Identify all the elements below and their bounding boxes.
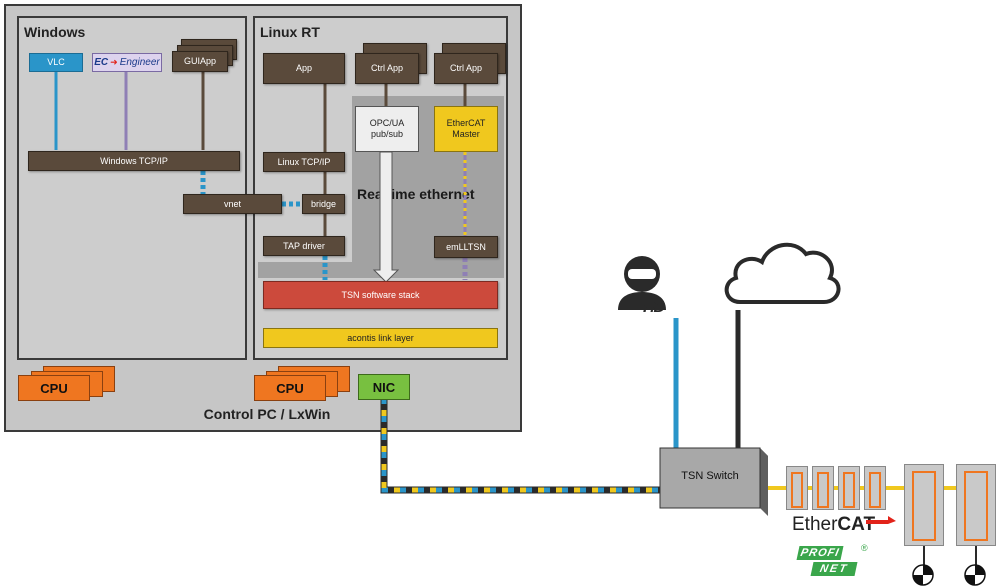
- ethercat-logo-arrow-icon: [866, 516, 896, 524]
- opcua-box: OPC/UA pub/sub: [355, 106, 419, 152]
- hd-badge: HD: [643, 299, 665, 316]
- windows-tcpip-box: Windows TCP/IP: [28, 151, 240, 171]
- profinet-logo: PROFI NET: [796, 546, 860, 578]
- vnet-box: vnet: [183, 194, 282, 214]
- ctrl-app-1-label: Ctrl App: [370, 63, 403, 73]
- ctrl-app-2-label: Ctrl App: [449, 63, 482, 73]
- tsn-switch-label: TSN Switch: [681, 470, 739, 482]
- acontis-link-layer-box: acontis link layer: [263, 328, 498, 348]
- camera-icon: [618, 256, 666, 310]
- guiapp-label: GUIApp: [183, 56, 216, 66]
- app-label: App: [295, 63, 312, 73]
- ec-engineer-word: Engineer: [119, 57, 160, 68]
- profinet-logo-line2: NET: [810, 562, 858, 576]
- windows-title: Windows: [24, 24, 86, 40]
- emlltsn-label: emLLTSN: [446, 241, 486, 252]
- tsn-software-stack-box: TSN software stack: [263, 281, 498, 309]
- ethercat-io-module-4: [864, 466, 886, 510]
- linux-tcpip-label: Linux TCP/IP: [277, 156, 331, 167]
- cpu-right-label: CPU: [276, 380, 304, 396]
- ec-engineer-ec: EC: [94, 57, 109, 68]
- opcua-label: OPC/UA pub/sub: [369, 118, 405, 139]
- ec-engineer-box: EC ➜ Engineer: [92, 53, 162, 72]
- ctrl-app-2-box: Ctrl App: [434, 53, 498, 84]
- ec-engineer-arrow-icon: ➜: [110, 57, 118, 67]
- profinet-registered-mark: ®: [861, 543, 868, 553]
- ethercat-logo-prefix: Ether: [792, 514, 838, 535]
- ethercat-master-label: EtherCAT Master: [446, 118, 486, 139]
- tsn-switch-shape: [659, 447, 768, 516]
- vlc-box: VLC: [29, 53, 83, 72]
- ctrl-app-1-box: Ctrl App: [355, 53, 419, 84]
- profinet-logo-line1: PROFI: [796, 546, 844, 560]
- ethercat-io-module-3: [838, 466, 860, 510]
- nic-box: NIC: [358, 374, 410, 400]
- drive-module-1: [904, 464, 944, 546]
- tap-driver-box: TAP driver: [263, 236, 345, 256]
- bridge-label: bridge: [310, 198, 337, 209]
- linux-rt-title: Linux RT: [260, 24, 320, 40]
- control-pc-label: Control PC / LxWin: [203, 406, 331, 422]
- emlltsn-box: emLLTSN: [434, 236, 498, 258]
- nic-label: NIC: [372, 379, 396, 395]
- cpu-left-label: CPU: [40, 380, 68, 396]
- ethercat-logo: EtherCAT: [792, 514, 875, 536]
- tsn-software-stack-label: TSN software stack: [341, 289, 420, 300]
- vnet-label: vnet: [223, 198, 241, 209]
- ethercat-master-box: EtherCAT Master: [434, 106, 498, 152]
- bridge-box: bridge: [302, 194, 345, 214]
- acontis-link-layer-label: acontis link layer: [347, 332, 414, 343]
- cpu-right-box: CPU: [254, 375, 326, 401]
- motor-icon-2: [964, 564, 986, 586]
- motor-icon-1: [912, 564, 934, 586]
- windows-tcpip-label: Windows TCP/IP: [100, 155, 168, 166]
- tap-driver-label: TAP driver: [283, 240, 325, 251]
- linux-tcpip-box: Linux TCP/IP: [263, 152, 345, 172]
- drive-module-2: [956, 464, 996, 546]
- ethercat-io-module-2: [812, 466, 834, 510]
- cloud-icon: [724, 242, 841, 304]
- cpu-left-box: CPU: [18, 375, 90, 401]
- guiapp-box: GUIApp: [172, 51, 228, 72]
- ethercat-io-module-1: [786, 466, 808, 510]
- app-box: App: [263, 53, 345, 84]
- ethercat-logo-suffix: CAT: [837, 514, 876, 535]
- vlc-label: VLC: [47, 57, 65, 67]
